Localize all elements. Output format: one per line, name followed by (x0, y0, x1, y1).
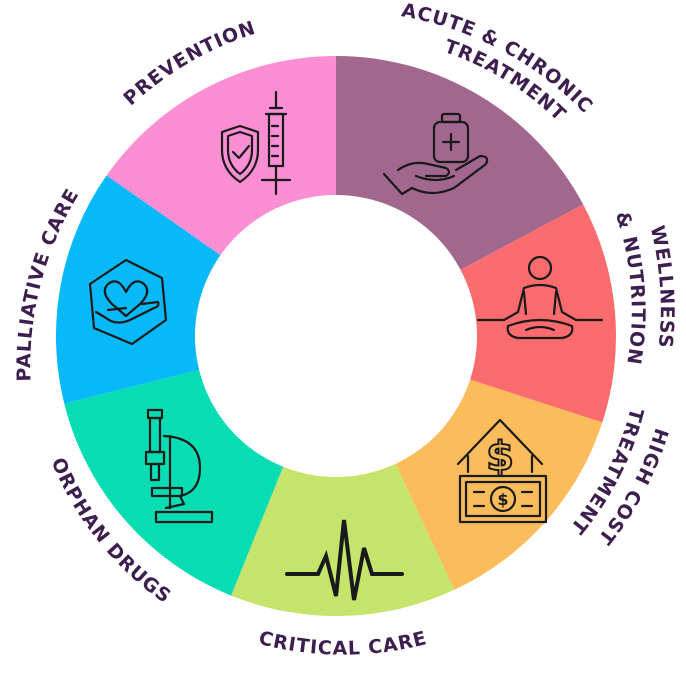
svg-text:$: $ (486, 434, 514, 480)
shield-syringe-icon (220, 90, 292, 196)
microscope-icon (144, 408, 214, 524)
label-critical: CRITICAL CARE (257, 627, 430, 660)
wheel-icons: $ $ (88, 90, 604, 601)
money-house-icon: $ $ (456, 418, 548, 524)
label-wellness-line2: & NUTRITION (611, 209, 649, 367)
medicine-hand-icon (382, 112, 489, 196)
label-wellness-line1: WELLNESS (646, 224, 678, 350)
meditation-icon (476, 255, 604, 340)
heartbeat-icon (285, 519, 404, 601)
center-hole (195, 195, 477, 477)
heart-hand-icon (88, 258, 168, 346)
svg-text:$: $ (497, 490, 508, 509)
